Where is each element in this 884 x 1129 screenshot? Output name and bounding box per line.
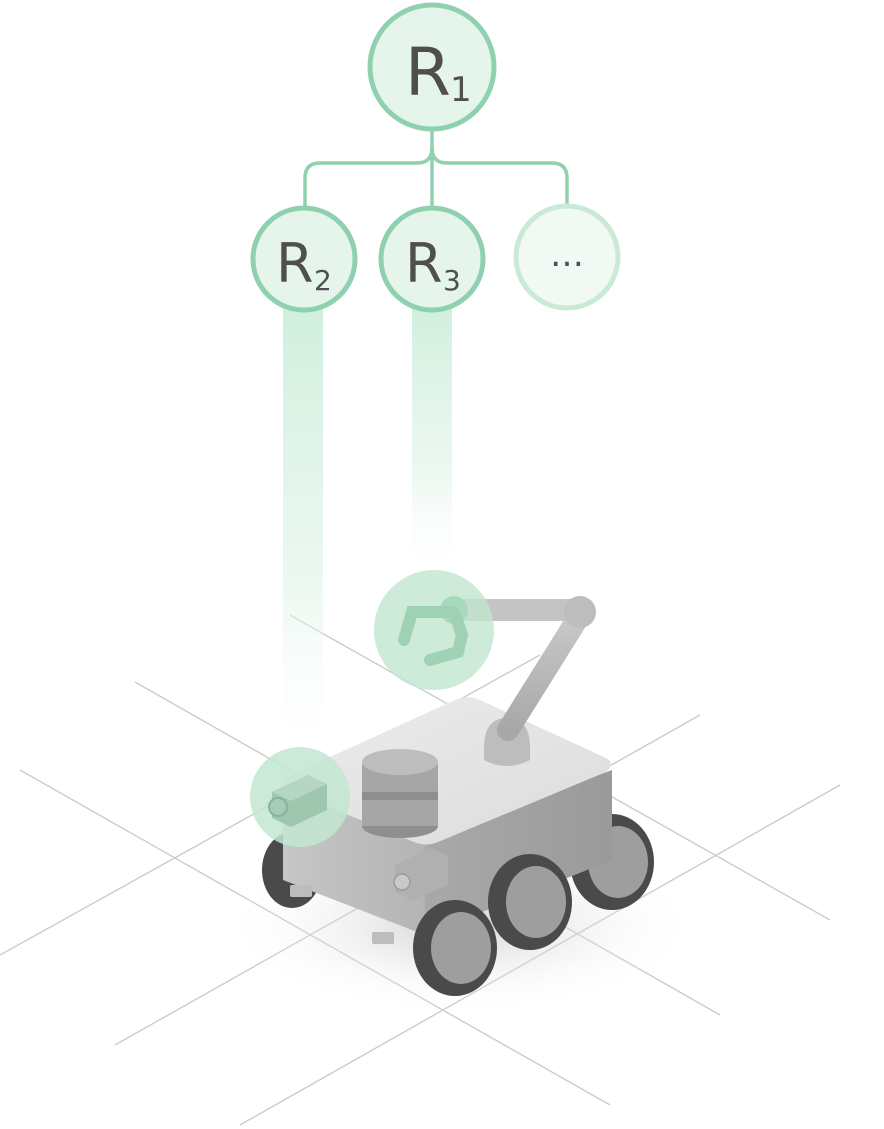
node-r1: R 1 (367, 2, 497, 132)
hierarchy-connectors (303, 128, 569, 210)
node-more: … (513, 203, 621, 311)
wheel-icon (413, 900, 497, 996)
node-r2-index: 2 (314, 264, 332, 297)
beam-r2 (283, 300, 323, 770)
robot-icon (220, 570, 700, 1015)
node-r1-letter: R (405, 34, 451, 111)
lidar-icon (362, 749, 438, 838)
camera-icon (268, 775, 327, 827)
node-r3-index: 3 (443, 264, 461, 297)
beam-r3 (412, 300, 452, 585)
wheel-icon (488, 854, 572, 950)
node-r1-index: 1 (450, 70, 472, 110)
gripper-icon (398, 596, 469, 666)
node-r3: R 3 (378, 205, 486, 313)
node-r2-letter: R (276, 232, 314, 295)
gripper-highlight (374, 570, 494, 690)
node-r2: R 2 (250, 205, 358, 313)
node-r3-letter: R (405, 232, 443, 295)
node-more-ellipsis: … (550, 235, 584, 275)
